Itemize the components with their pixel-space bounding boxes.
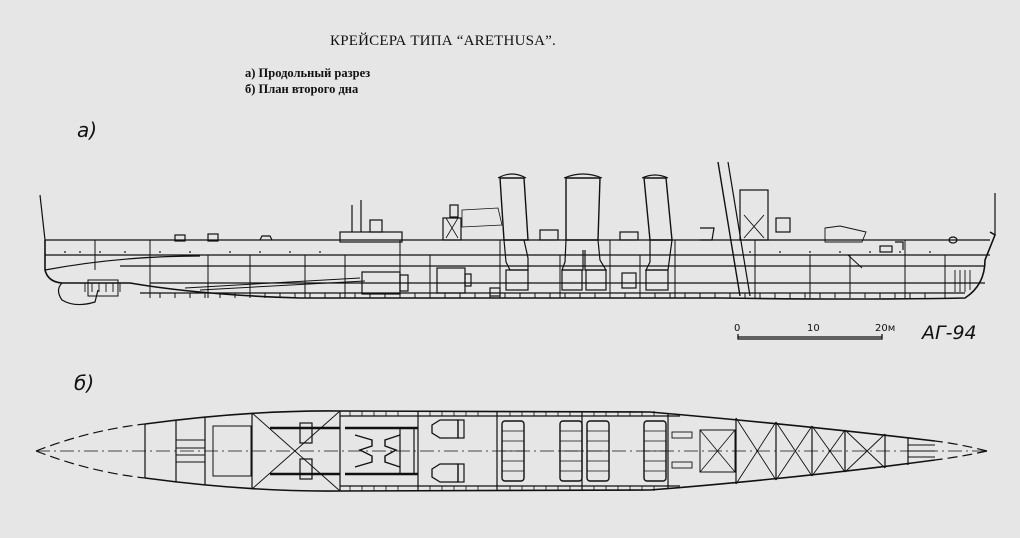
view-legend: а) Продольный разрез б) План второго дна xyxy=(245,65,370,97)
view-label-b: б) xyxy=(74,371,95,395)
scale-tick-20: 20м xyxy=(875,323,896,334)
scale-tick-10: 10 xyxy=(807,323,820,334)
author-signature: АГ-94 xyxy=(922,322,977,344)
drawing-title: КРЕЙСЕРА ТИПА “ARETHUSA”. xyxy=(330,33,556,49)
legend-item-b: б) План второго дна xyxy=(245,82,359,96)
legend-item-a: а) Продольный разрез xyxy=(245,66,371,80)
scale-tick-0: 0 xyxy=(734,323,741,334)
view-label-a: а) xyxy=(77,118,98,142)
